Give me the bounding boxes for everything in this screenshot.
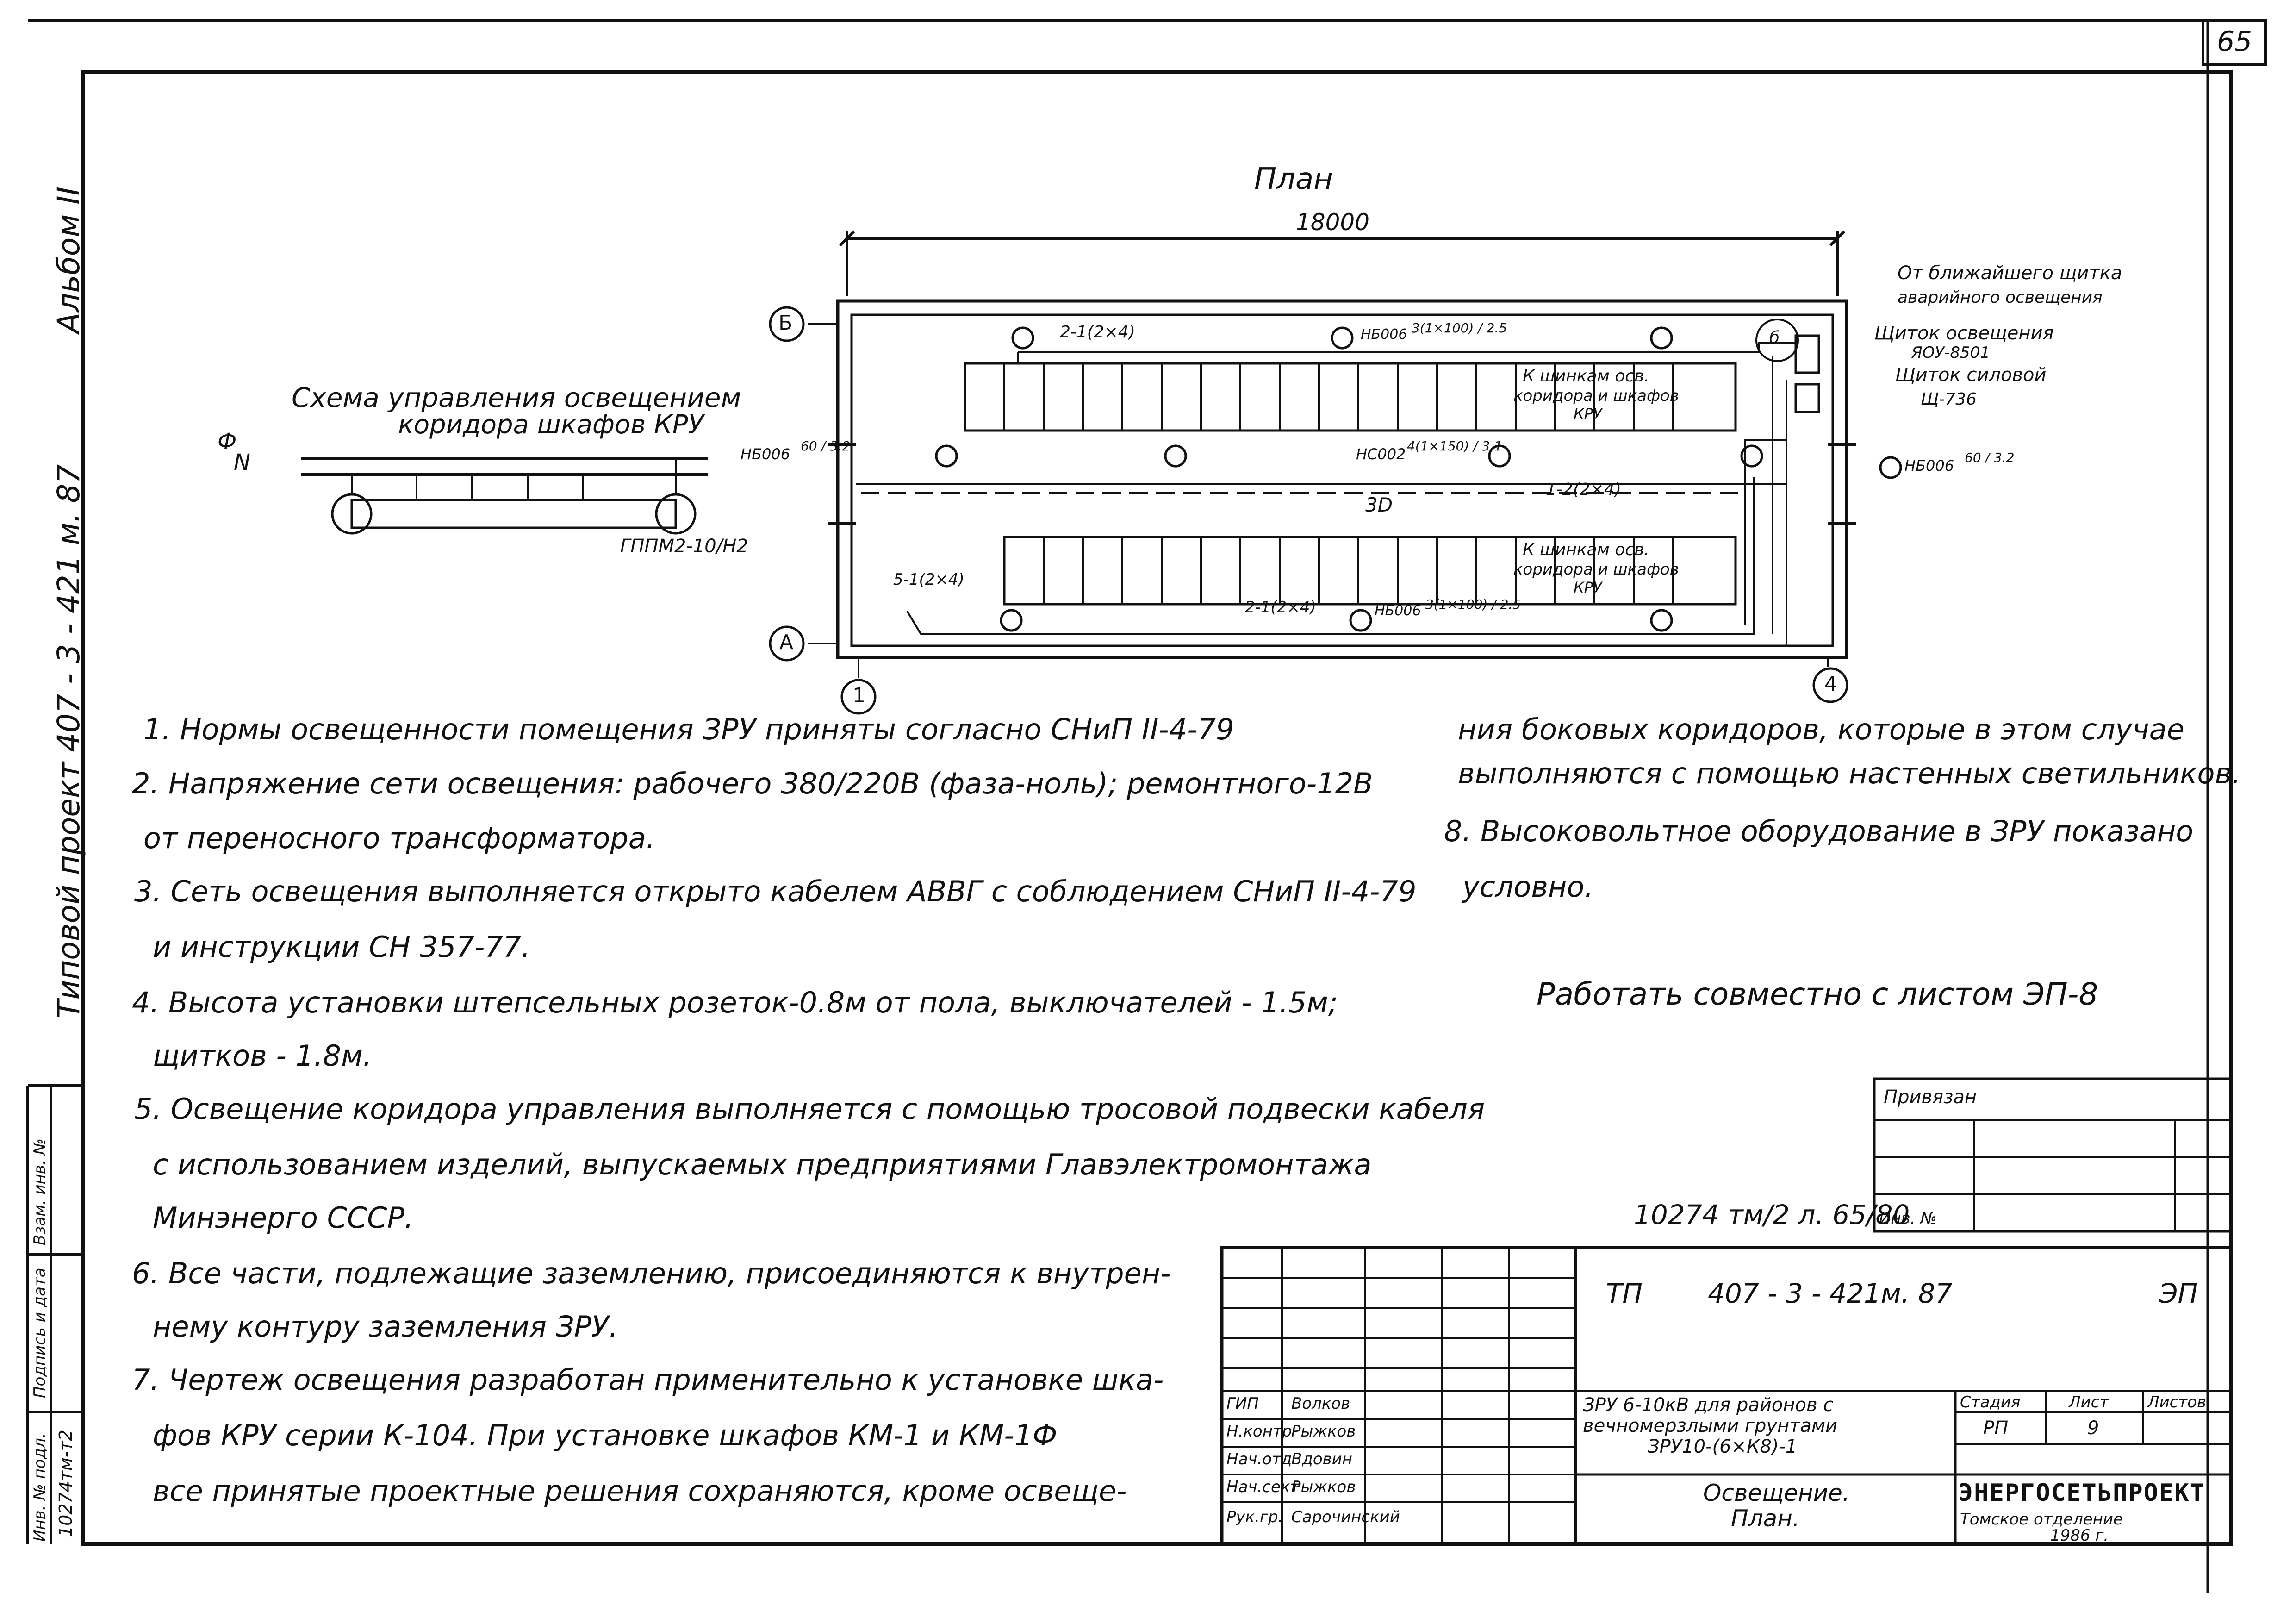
fixture-bottom-label: НБ006 <box>1375 603 1421 619</box>
side-sign-date: Подпись и дата <box>31 1268 49 1398</box>
tb-org-branch: Томское отделение <box>1960 1510 2123 1529</box>
dimension-total: 18000 <box>1296 209 1370 236</box>
note-line: 2. Напряжение сети освещения: рабочего 3… <box>132 767 1373 800</box>
note-line: все принятые проектные решения сохраняют… <box>153 1474 1127 1508</box>
to-cabinets-top-1: К шинкам осв. <box>1523 367 1649 386</box>
tb-role-name: Вдовин <box>1291 1450 1352 1468</box>
cable-left-label: 5-1(2×4) <box>893 570 964 589</box>
tb-code: 407 - 3 - 421м. 87 <box>1708 1278 1953 1309</box>
note-right-line: условно. <box>1462 870 1594 904</box>
note-line: Минэнерго СССР. <box>153 1201 414 1235</box>
fixture-bottom-frac: 3(1×100) / 2.5 <box>1425 597 1521 612</box>
fixture-mid-label: НС002 <box>1356 445 1406 463</box>
tb-stage-header: Стадия <box>1960 1393 2021 1412</box>
schema-neutral-label: N <box>234 450 250 475</box>
axis-b-label: Б <box>778 311 793 335</box>
note-line: 6. Все части, подлежащие заземлению, при… <box>132 1256 1171 1290</box>
side-album: Альбом II <box>51 186 87 333</box>
tb-code-prefix: ТП <box>1606 1278 1643 1309</box>
note-line: нему контуру заземления ЗРУ. <box>153 1310 618 1343</box>
fixture-mid-frac: 4(1×150) / 3.1 <box>1407 438 1503 454</box>
org-logo: ЭНЕРГОСЕТЬПРОЕКТ <box>1959 1479 2205 1507</box>
note-line: 4. Высота установки штепсельных розеток-… <box>132 986 1338 1019</box>
note-right-line: ния боковых коридоров, которые в этом сл… <box>1458 712 2184 746</box>
tb-role-name: Волков <box>1291 1394 1350 1413</box>
side-project: Типовой проект 407 - 3 - 421 м. 87 <box>51 464 87 1018</box>
to-cabinets-bottom-3: КРУ <box>1574 579 1602 596</box>
from-emergency-2: аварийного освещения <box>1898 288 2103 307</box>
tb-sheet: 9 <box>2087 1418 2099 1439</box>
note-line: от переносного трансформатора. <box>143 821 655 855</box>
tb-role: Нач.отд <box>1226 1450 1292 1468</box>
side-replace-inv: Взам. инв. № <box>31 1138 49 1245</box>
tb-sheets-header: Листов <box>2147 1393 2207 1412</box>
tb-mark: ЭП <box>2159 1278 2198 1309</box>
panel-letter: б <box>1769 328 1780 347</box>
power-panel-1: Щиток силовой <box>1895 364 2047 386</box>
cable-mid-label: 1-2(2×4) <box>1546 480 1621 499</box>
to-cabinets-top-2: коридора и шкафов <box>1513 387 1679 405</box>
schema-title-2: коридора шкафов КРУ <box>398 410 704 440</box>
to-cabinets-top-3: КРУ <box>1574 405 1602 423</box>
tb-sheet-title-2: План. <box>1731 1505 1800 1532</box>
tb-stage: РП <box>1983 1418 2009 1439</box>
tb-sheet-header: Лист <box>2069 1393 2109 1412</box>
fixture-top-label: НБ006 <box>1361 326 1407 343</box>
to-cabinets-bottom-1: К шинкам осв. <box>1523 540 1649 559</box>
note-line: 1. Нормы освещенности помещения ЗРУ прин… <box>143 712 1234 746</box>
tb-year: 1986 г. <box>2050 1526 2109 1545</box>
tb-role: ГИП <box>1226 1394 1259 1413</box>
corridor-spacing-label: 3D <box>1365 493 1393 516</box>
tb-role: Рук.гр. <box>1226 1508 1283 1526</box>
tb-role: Н.контр <box>1226 1422 1292 1441</box>
work-with-note: Работать совместно с листом ЭП-8 <box>1537 976 2098 1012</box>
cable-top-label: 2-1(2×4) <box>1060 323 1135 342</box>
tb-role: Нач.сект <box>1226 1478 1300 1496</box>
note-line: фов КРУ серии К-104. При установке шкафо… <box>153 1418 1058 1452</box>
axis-1-label: 1 <box>852 684 865 707</box>
side-inv-orig: Инв. № подл. <box>31 1433 49 1542</box>
schema-device-label: ГППМ2-10/Н2 <box>620 536 748 557</box>
fixture-left-label: НБ006 <box>740 445 790 463</box>
archive-number: 10274 тм/2 л. 65/80 <box>1634 1199 1910 1230</box>
axis-a-label: А <box>779 631 794 654</box>
note-line: 5. Освещение коридора управления выполня… <box>134 1092 1485 1126</box>
schema-title-1: Схема управления освещением <box>292 382 741 413</box>
plan-title: План <box>1254 162 1333 196</box>
binding-label: Привязан <box>1884 1087 1977 1108</box>
tb-sheet-title-1: Освещение. <box>1703 1480 1850 1506</box>
sheet-number: 65 <box>2217 25 2252 58</box>
fixture-right-label: НБ006 <box>1904 457 1954 475</box>
fixture-left-frac: 60 / 3.2 <box>801 438 851 454</box>
note-line: 7. Чертеж освещения разработан примените… <box>132 1363 1164 1397</box>
tb-role-name: Рыжков <box>1291 1478 1356 1496</box>
tb-object-3: ЗРУ10-(6×К8)-1 <box>1648 1436 1798 1457</box>
tb-object-1: ЗРУ 6-10кВ для районов с <box>1583 1394 1834 1416</box>
fixture-right-frac: 60 / 3.2 <box>1965 450 2015 465</box>
note-right-line: 8. Высоковольтное оборудование в ЗРУ пок… <box>1444 814 2194 848</box>
lighting-panel-1: Щиток освещения <box>1874 323 2054 344</box>
power-panel-2: Щ-736 <box>1921 390 1977 409</box>
note-right-line: выполняются с помощью настенных светильн… <box>1458 756 2241 790</box>
side-inv-code: 10274тм-т2 <box>56 1430 76 1537</box>
tb-role-name: Сарочинский <box>1291 1508 1400 1526</box>
to-cabinets-bottom-2: коридора и шкафов <box>1513 560 1679 579</box>
binding-inv: Инв. № <box>1879 1209 1937 1228</box>
cable-bottom-label: 2-1(2×4) <box>1245 598 1316 617</box>
note-line: и инструкции СН 357-77. <box>153 930 530 964</box>
note-line: щитков - 1.8м. <box>153 1039 372 1073</box>
note-line: 3. Сеть освещения выполняется открыто ка… <box>134 874 1417 908</box>
tb-object-2: вечномерзлыми грунтами <box>1583 1415 1838 1437</box>
note-line: с использованием изделий, выпускаемых пр… <box>153 1148 1372 1181</box>
fixture-top-frac: 3(1×100) / 2.5 <box>1412 320 1507 336</box>
tb-role-name: Рыжков <box>1291 1422 1356 1441</box>
schema-phase-label: Ф <box>218 429 237 455</box>
lighting-panel-2: ЯОУ-8501 <box>1911 344 1990 362</box>
from-emergency-1: От ближайшего щитка <box>1898 262 2122 284</box>
axis-4-label: 4 <box>1824 672 1837 696</box>
